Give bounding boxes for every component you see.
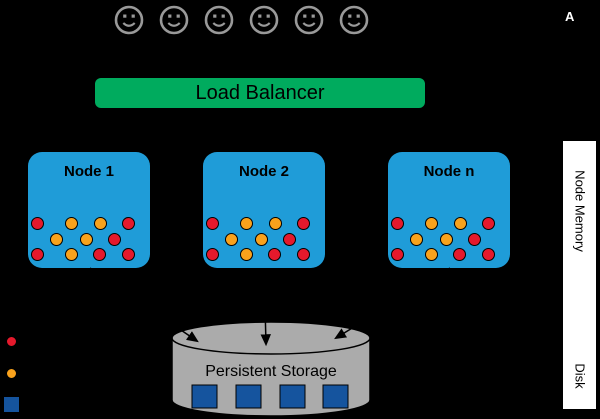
orange-data-dot [94,217,107,230]
red-data-dot [31,217,44,230]
node-card: Node 1 [28,152,150,268]
red-data-dot [482,217,495,230]
node-title: Node n [423,163,475,180]
red-data-dot [206,248,219,261]
node-to-storage-arrows [89,267,451,347]
red-data-dot [453,248,466,261]
smiley-face-icon [249,5,279,35]
red-data-dot [93,248,106,261]
arrow-node1-storage [89,267,199,343]
red-data-dot [297,248,310,261]
red-data-dot [31,248,44,261]
side-strip: Node Memory Disk [562,140,597,410]
orange-data-dot [225,233,238,246]
load-balancer-label: Load Balancer [195,81,325,104]
orange-data-dot [454,217,467,230]
red-data-dot [206,217,219,230]
red-data-dot [391,217,404,230]
smiley-face-icon [339,5,369,35]
orange-data-dot [410,233,423,246]
legend-blue-square [3,396,20,413]
storage-cylinder: Persistent Storage [171,321,371,417]
load-balancer-box: Load Balancer [95,78,425,108]
node-title: Node 2 [238,163,289,180]
smiley-face-icon [114,5,144,35]
orange-data-dot [425,217,438,230]
red-data-dot [122,248,135,261]
orange-data-dot [50,233,63,246]
red-data-dot [122,217,135,230]
red-data-dot [283,233,296,246]
red-data-dot [391,248,404,261]
node-card: Node n [388,152,510,268]
orange-data-dot [440,233,453,246]
disk-square [235,384,262,409]
orange-data-dot [65,248,78,261]
disk-square [322,384,349,409]
corner-label: A [565,9,575,24]
arrow-noden-storage [334,267,451,340]
orange-data-dot [240,217,253,230]
disk-label: Disk [572,363,587,389]
red-data-dot [482,248,495,261]
red-data-dot [297,217,310,230]
red-data-dot [468,233,481,246]
orange-data-dot [269,217,282,230]
persistent-storage-label: Persistent Storage [205,363,337,380]
smiley-face-icon [294,5,324,35]
legend-red-circle [6,336,17,347]
red-data-dot [268,248,281,261]
red-data-dot [108,233,121,246]
node-title: Node 1 [63,163,114,180]
orange-data-dot [240,248,253,261]
disk-square [191,384,218,409]
legend-orange-circle [6,368,17,379]
smiley-face-icon [159,5,189,35]
orange-data-dot [255,233,268,246]
disk-squares [191,384,349,409]
arrow-node2-storage [260,267,271,347]
users-row [114,5,369,35]
disk-square [279,384,306,409]
node-memory-label: Node Memory [572,170,587,252]
node-card: Node 2 [203,152,325,268]
orange-data-dot [65,217,78,230]
smiley-face-icon [204,5,234,35]
orange-data-dot [80,233,93,246]
orange-data-dot [425,248,438,261]
